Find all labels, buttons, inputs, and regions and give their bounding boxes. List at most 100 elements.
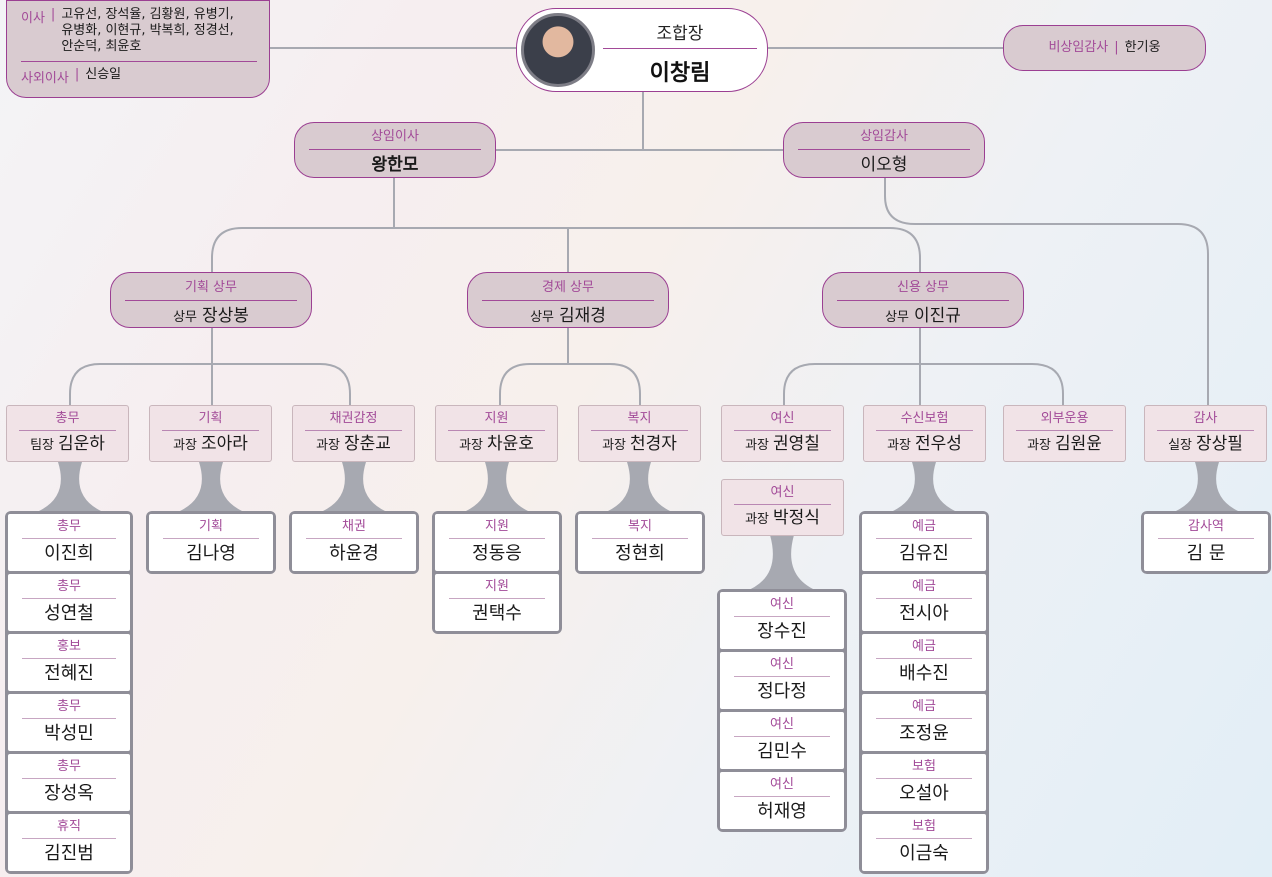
staff-name: 김 문	[1186, 543, 1226, 564]
team-position: 팀장	[30, 438, 54, 453]
staff-name: 김민수	[757, 741, 807, 762]
divider	[162, 430, 259, 431]
staff-dept: 복지	[628, 519, 652, 534]
staff-dept: 총무	[57, 699, 81, 714]
divider	[22, 598, 116, 599]
divider	[876, 598, 972, 599]
team-name: 천경자	[630, 434, 677, 454]
divider	[734, 676, 830, 677]
divider	[22, 538, 116, 539]
nonexec-auditor-box: 비상임감사|한기웅	[1003, 25, 1206, 71]
staff-dept: 예금	[912, 639, 936, 654]
staff-name: 전혜진	[44, 663, 94, 684]
staff-name: 조정윤	[899, 723, 949, 744]
team-position: 과장	[745, 512, 769, 527]
staff-dept: 채권	[342, 519, 366, 534]
team-position: 과장	[316, 438, 340, 453]
staff-name: 전시아	[899, 603, 949, 624]
divider	[876, 430, 973, 431]
staff-dept: 보험	[912, 759, 936, 774]
exec-position: 상무	[173, 310, 197, 325]
staff-name: 이금숙	[899, 843, 949, 864]
staff-dept: 기획	[199, 519, 223, 534]
nonexec-auditor-label: 비상임감사	[1048, 40, 1109, 55]
divider	[591, 430, 688, 431]
staff-dept: 예금	[912, 579, 936, 594]
chairman-name: 이창림	[649, 61, 711, 86]
divider	[603, 48, 757, 49]
divider	[482, 300, 654, 301]
team-dept: 총무	[55, 411, 80, 426]
separator-bar: |	[74, 67, 80, 82]
staff-name: 정현희	[615, 543, 665, 564]
team-name: 차윤호	[487, 434, 534, 454]
nonexec-auditor-name: 한기웅	[1124, 40, 1161, 55]
team-dept: 채권감정	[329, 411, 378, 426]
directors-line: 안순덕, 최윤호	[61, 39, 142, 54]
standing-auditor-box: 상임감사 이오형	[783, 122, 985, 178]
divider	[306, 538, 402, 539]
team-position: 과장	[173, 438, 197, 453]
staff-name: 이진희	[44, 543, 94, 564]
staff-dept: 여신	[770, 717, 794, 732]
staff-name: 장성옥	[44, 783, 94, 804]
staff-name: 허재영	[757, 801, 807, 822]
staff-dept: 총무	[57, 579, 81, 594]
divider	[798, 149, 970, 150]
divider	[592, 538, 688, 539]
staff-name: 정동응	[472, 543, 522, 564]
team-name: 권영칠	[773, 434, 820, 454]
divider	[22, 718, 116, 719]
team-position: 과장	[745, 438, 769, 453]
staff-dept: 총무	[57, 519, 81, 534]
divider	[734, 736, 830, 737]
team-box-general-affairs: 총무 팀장 김운하	[6, 405, 129, 462]
team-person: 과장 권영칠	[722, 433, 843, 457]
divider	[305, 430, 402, 431]
divider	[734, 430, 831, 431]
divider	[449, 598, 545, 599]
board-of-directors: 이사 | 고유선, 장석율, 김황원, 유병기, 유병화, 이현규, 박복희, …	[6, 0, 270, 98]
outside-director-name: 신승일	[85, 67, 122, 82]
team-name: 김운하	[58, 434, 105, 454]
standing-auditor-title: 상임감사	[860, 129, 908, 144]
standing-director-title: 상임이사	[371, 129, 419, 144]
directors-line: 유병화, 이현규, 박복희, 정경선,	[61, 23, 234, 38]
staff-name: 박성민	[44, 723, 94, 744]
staff-name: 권택수	[472, 603, 522, 624]
divider	[876, 718, 972, 719]
exec-title: 신용 상무	[897, 280, 949, 295]
exec-title: 경제 상무	[542, 280, 594, 295]
